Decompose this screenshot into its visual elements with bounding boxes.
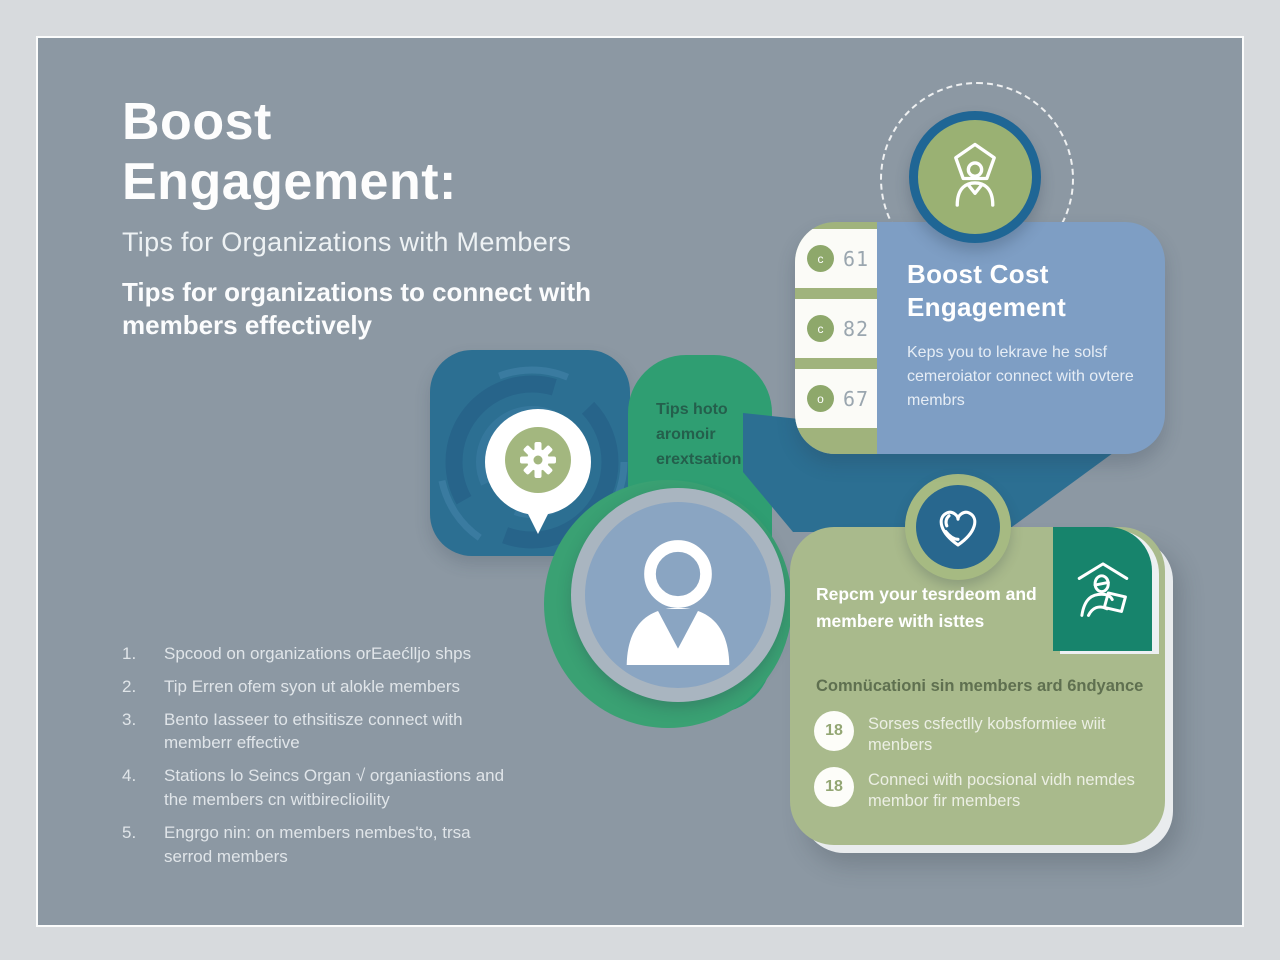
blue-card-text: Boost Cost Engagement Keps you to lekrav… (907, 258, 1143, 413)
list-item-number: 2. (122, 676, 137, 696)
numbered-tips-list: 1. Spcood on organizations orEaećlljo sh… (122, 642, 522, 877)
row-number: 67 (843, 386, 870, 411)
numbers-column: c 61 c 82 o 67 (795, 222, 877, 454)
list-item: 18 Conneci with pocsional vidh nemdes me… (814, 766, 1149, 813)
number-row: c 82 (795, 299, 877, 358)
gear-glyph (520, 442, 556, 478)
number-row: o 67 (795, 369, 877, 428)
list-item-number: 1. (122, 644, 137, 663)
hands-heart-icon (916, 485, 1000, 569)
person-avatar-icon (585, 502, 771, 688)
list-item: 18 Sorses csfectlly kobsformiee wiit men… (814, 711, 1149, 757)
heart-glyph (939, 510, 977, 547)
list-item-text: Engrgo nin: on members nembes'to, trsa s… (164, 822, 471, 866)
blue-card-body: Keps you to lekrave he solsf cemeroiator… (907, 344, 1134, 409)
title-block: Boost Engagement: Tips for Organizations… (122, 92, 682, 343)
list-item-text: Tip Erren ofem syon ut alokle members (164, 676, 461, 696)
list-item-text: Bento Iasseer to ethsitisze connect with… (164, 709, 463, 753)
bubble-text: Tips hoto aromoir erextsation (656, 401, 742, 468)
list-item: 5. Engrgo nin: on members nembes'to, trs… (122, 821, 522, 869)
list-item: 4. Stations lo Seincs Organ √ organiasti… (122, 764, 522, 812)
row-badge: c (807, 245, 834, 272)
number-row: c 61 (795, 229, 877, 288)
heart-circle-ring (905, 474, 1011, 580)
list-item-number: 5. (122, 822, 137, 842)
bottom-green-card: Repcm your tesrdeom and membere with ist… (790, 527, 1165, 845)
avatar-glyph (626, 540, 730, 665)
row-badge: c (807, 315, 834, 342)
list-item-number: 4. (122, 766, 137, 786)
row-number: 82 (843, 316, 870, 341)
poster-title: Boost Engagement: (122, 93, 457, 212)
blue-card-heading: Boost Cost Engagement (907, 259, 1067, 322)
poster-board: Boost Engagement: Tips for Organizations… (38, 38, 1242, 925)
top-blue-card: c 61 c 82 o 67 Boost Cost Engagement Kep… (795, 222, 1165, 454)
gear-icon (505, 427, 571, 493)
item-badge: 18 (814, 711, 854, 751)
list-item: 3. Bento Iasseer to ethsitisze connect w… (122, 708, 522, 756)
graduate-person-icon (1053, 527, 1152, 651)
item-text: Conneci with pocsional vidh nemdes membo… (868, 770, 1135, 811)
item-badge: 18 (814, 766, 854, 807)
item-text: Sorses csfectlly kobsformiee wiit menber… (868, 715, 1106, 755)
poster-subtitle: Tips for Organizations with Members (122, 226, 572, 257)
list-item-number: 3. (122, 709, 137, 729)
list-item: 2. Tip Erren ofem syon ut alokle members (122, 675, 522, 699)
green-card-items: 18 Sorses csfectlly kobsformiee wiit men… (814, 711, 1149, 823)
list-item: 1. Spcood on organizations orEaećlljo sh… (122, 642, 522, 666)
row-number: 61 (843, 246, 870, 271)
person-shield-icon (909, 111, 1041, 243)
graduate-glyph (1077, 562, 1128, 617)
list-item-text: Stations lo Seincs Organ √ organiastions… (164, 766, 505, 809)
poster-tagline: Tips for organizations to connect with m… (122, 276, 591, 341)
row-badge: o (807, 385, 834, 412)
green-card-heading: Repcm your tesrdeom and membere with ist… (816, 584, 1037, 632)
list-item-text: Spcood on organizations orEaećlljo shps (164, 644, 472, 663)
green-card-subheading: Comnücationi sin members ard 6ndyance (816, 677, 1144, 695)
person-shield-glyph (954, 142, 996, 207)
